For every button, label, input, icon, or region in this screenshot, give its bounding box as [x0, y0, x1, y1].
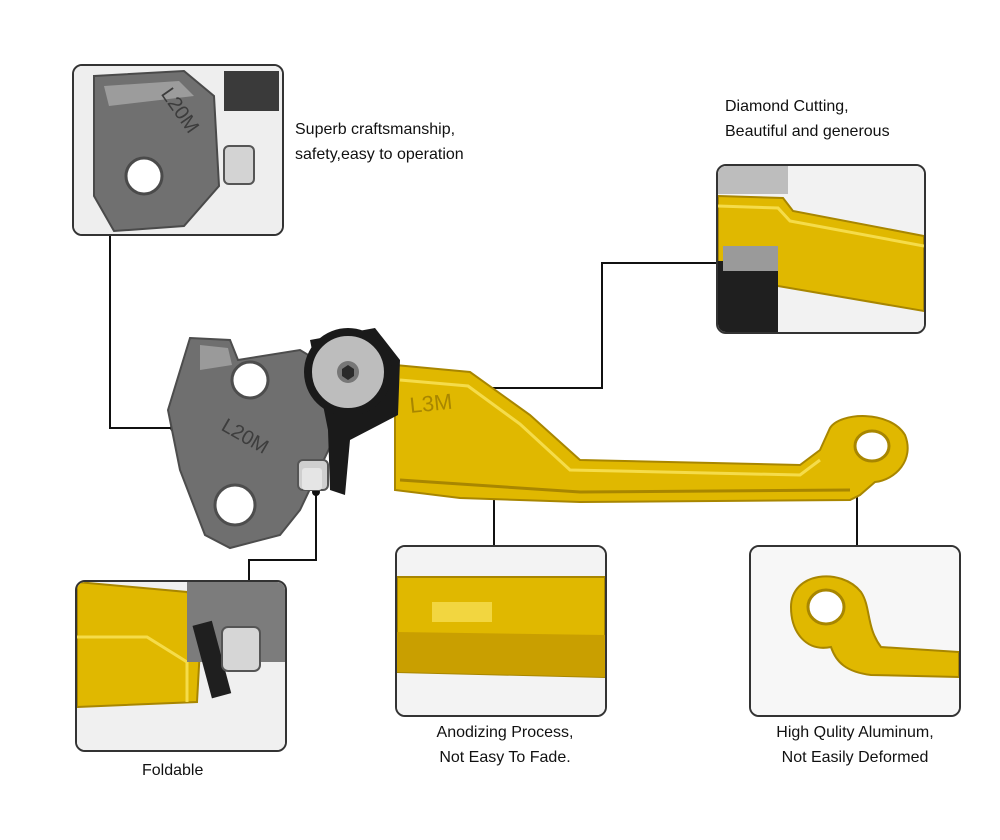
callout-craftsmanship-line1: Superb craftsmanship,: [295, 121, 456, 138]
perch-highlight: [200, 345, 232, 370]
detail-photo-diamond: [716, 164, 926, 334]
detail-fold-spring: [192, 620, 232, 699]
callout-aluminum-line2: Not Easily Deformed: [781, 749, 929, 766]
detail-anod-shade: [397, 632, 605, 677]
adjuster-nut-front: [302, 468, 322, 490]
callout-foldable: Foldable: [142, 758, 203, 783]
detail-fold-nut: [221, 626, 261, 672]
detail-alu-hole: [806, 588, 846, 626]
lever-end-hole: [853, 429, 891, 463]
callout-diamond: Diamond Cutting, Beautiful and generous: [725, 94, 890, 144]
detail-photo-aluminum: [749, 545, 961, 717]
pivot-hex-socket: [342, 365, 354, 380]
detail-photo-diamond-art: [718, 166, 924, 332]
callout-foldable-line1: Foldable: [142, 762, 204, 779]
callout-diamond-line1: Diamond Cutting,: [725, 98, 849, 115]
perch-bottom-hole: [213, 483, 257, 527]
detail-perch-body: [93, 69, 221, 233]
detail-photo-foldable: [75, 580, 287, 752]
lever-facet: [399, 378, 821, 477]
detail-photo-craftsmanship-art: L20M: [74, 66, 282, 234]
callout-anodizing-line1: Anodizing Process,: [436, 724, 574, 741]
detail-photo-aluminum-art: [751, 547, 959, 715]
lever-main-illustration: L3M L20M: [166, 328, 909, 550]
detail-fold-facet: [77, 635, 189, 702]
callout-craftsmanship: Superb craftsmanship, safety,easy to ope…: [295, 117, 464, 167]
detail-photo-craftsmanship: L20M: [72, 64, 284, 236]
detail-photo-anodizing: [395, 545, 607, 717]
perch-top-hole: [230, 360, 270, 400]
callout-anodizing-line2: Not Easy To Fade.: [439, 749, 571, 766]
callout-aluminum-line1: High Qulity Aluminum,: [776, 724, 934, 741]
detail-photo-foldable-art: [77, 582, 285, 750]
detail-anod-ridge: [432, 602, 492, 622]
callout-diamond-line2: Beautiful and generous: [725, 123, 890, 140]
detail-fold-lever: [77, 582, 204, 709]
detail-bolt-shadow: [224, 71, 279, 111]
detail-perch-hole: [124, 156, 164, 196]
lever-engraving: L3M: [408, 389, 453, 418]
detail-pivot-cap: [718, 166, 788, 194]
detail-lever-facet: [718, 204, 924, 248]
detail-nut: [223, 145, 255, 185]
lever-blade: [394, 363, 909, 504]
perch-body: [166, 336, 340, 550]
callout-anodizing: Anodizing Process, Not Easy To Fade.: [405, 720, 605, 770]
detail-photo-anodizing-art: [397, 547, 605, 715]
lever-shadow-edge: [399, 478, 851, 494]
detail-spacer: [723, 246, 778, 271]
callout-aluminum: High Qulity Aluminum, Not Easily Deforme…: [750, 720, 960, 770]
detail-perch-highlight: [104, 81, 194, 106]
detail-black-bracket: [718, 261, 778, 332]
callout-craftsmanship-line2: safety,easy to operation: [295, 146, 464, 163]
